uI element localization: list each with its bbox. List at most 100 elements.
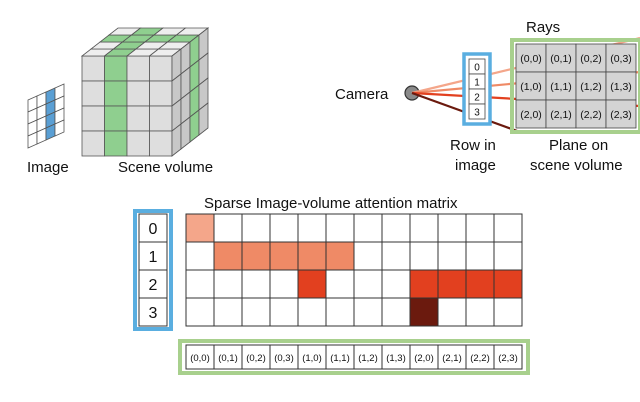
scene-volume-label: Scene volume bbox=[118, 159, 213, 176]
attention-cell bbox=[241, 297, 271, 327]
attention-matrix bbox=[185, 213, 523, 327]
row-index-label: 1 bbox=[149, 249, 158, 266]
attention-cell-active bbox=[241, 241, 271, 271]
volume-column-cell bbox=[213, 344, 243, 370]
volume-column-cell bbox=[325, 344, 355, 370]
row-in-image-label-line2: image bbox=[455, 157, 496, 174]
cube-voxel-front bbox=[104, 55, 128, 82]
attention-cell bbox=[409, 213, 439, 243]
attention-cell-active bbox=[297, 241, 327, 271]
attention-cell bbox=[297, 213, 327, 243]
volume-column-label: (0,3) bbox=[274, 353, 294, 364]
volume-column-label: (0,2) bbox=[246, 353, 266, 364]
row-index-label: 3 bbox=[149, 305, 158, 322]
attention-cell bbox=[185, 269, 215, 299]
attention-cell bbox=[325, 269, 355, 299]
row-index-label: 0 bbox=[149, 221, 158, 238]
attention-cell bbox=[381, 241, 411, 271]
row-index-label: 2 bbox=[149, 277, 158, 294]
attention-cell bbox=[437, 297, 467, 327]
row-index-cell bbox=[138, 297, 168, 327]
attention-cell bbox=[465, 297, 495, 327]
plane-cell-label: (2,1) bbox=[550, 109, 572, 121]
attention-cell bbox=[185, 241, 215, 271]
row-index-cell bbox=[138, 241, 168, 271]
plane-cell-label: (1,0) bbox=[520, 81, 542, 93]
image-grid bbox=[27, 83, 65, 149]
row-in-image-cell bbox=[468, 103, 486, 120]
volume-column-cell bbox=[493, 344, 523, 370]
cube-voxel-side bbox=[198, 102, 209, 136]
attention-cell-active bbox=[465, 269, 495, 299]
scene-volume-cube bbox=[80, 27, 210, 157]
plane-cell bbox=[515, 43, 547, 73]
cube-voxel-front bbox=[149, 105, 173, 132]
plane-cell-label: (2,3) bbox=[610, 109, 632, 121]
attention-cell bbox=[437, 213, 467, 243]
attention-cell bbox=[325, 213, 355, 243]
plane-cell-label: (2,0) bbox=[520, 109, 542, 121]
plane-cell-label: (2,2) bbox=[580, 109, 602, 121]
row-in-image-index: 0 bbox=[474, 63, 480, 74]
cube-voxel-front bbox=[149, 80, 173, 107]
cube-voxel-front bbox=[104, 130, 128, 157]
attention-cell bbox=[241, 269, 271, 299]
plane-cell bbox=[605, 71, 637, 101]
row-index-cell bbox=[138, 213, 168, 243]
attention-cell bbox=[465, 241, 495, 271]
attention-cell bbox=[437, 241, 467, 271]
attention-cell bbox=[185, 297, 215, 327]
camera-label: Camera bbox=[335, 86, 389, 103]
row-in-image-index: 1 bbox=[474, 78, 480, 89]
image-label: Image bbox=[27, 159, 69, 176]
plane-cell-label: (0,1) bbox=[550, 53, 572, 65]
attention-cell-active bbox=[297, 269, 327, 299]
attention-cell bbox=[213, 269, 243, 299]
attention-cell bbox=[269, 297, 299, 327]
volume-column-label: (1,2) bbox=[358, 353, 378, 364]
attention-cell bbox=[381, 269, 411, 299]
image-pixel bbox=[54, 119, 65, 137]
attention-cell bbox=[493, 241, 523, 271]
cube-voxel-front bbox=[126, 105, 150, 132]
row-index-cell bbox=[138, 269, 168, 299]
attention-cell bbox=[269, 269, 299, 299]
attention-cell-active bbox=[409, 297, 439, 327]
attention-cell bbox=[409, 241, 439, 271]
rays-label: Rays bbox=[526, 19, 560, 36]
volume-column-label: (2,2) bbox=[470, 353, 490, 364]
attention-cell bbox=[241, 213, 271, 243]
attention-cell bbox=[493, 297, 523, 327]
plane-cell-label: (0,3) bbox=[610, 53, 632, 65]
plane-cell-label: (1,2) bbox=[580, 81, 602, 93]
plane-cell bbox=[545, 99, 577, 129]
cube-voxel-front bbox=[149, 130, 173, 157]
cube-voxel-front bbox=[81, 55, 105, 82]
cube-voxel-front bbox=[81, 80, 105, 107]
cube-voxel-front bbox=[126, 80, 150, 107]
volume-column-labels: (0,0)(0,1)(0,2)(0,3)(1,0)(1,1)(1,2)(1,3)… bbox=[178, 339, 530, 375]
plane-cell bbox=[575, 71, 607, 101]
attention-cell-active bbox=[325, 241, 355, 271]
attention-cell-active bbox=[437, 269, 467, 299]
attention-cell bbox=[213, 213, 243, 243]
attention-cell-active bbox=[269, 241, 299, 271]
plane-cell-label: (0,0) bbox=[520, 53, 542, 65]
attention-cell bbox=[381, 213, 411, 243]
plane-label-line1: Plane on bbox=[549, 137, 608, 154]
plane-label-line2: scene volume bbox=[530, 157, 623, 174]
volume-column-cell bbox=[465, 344, 495, 370]
attention-cell bbox=[493, 213, 523, 243]
attention-cell bbox=[213, 297, 243, 327]
row-index-box: 0 1 2 3 bbox=[133, 209, 173, 331]
row-in-image-index: 2 bbox=[474, 93, 480, 104]
attention-cell bbox=[381, 297, 411, 327]
volume-column-label: (2,1) bbox=[442, 353, 462, 364]
cube-voxel-front bbox=[81, 105, 105, 132]
volume-column-cell bbox=[185, 344, 215, 370]
plane-cell bbox=[575, 43, 607, 73]
volume-column-label: (1,0) bbox=[302, 353, 322, 364]
volume-column-cell bbox=[241, 344, 271, 370]
cube-voxel-front bbox=[104, 80, 128, 107]
volume-column-label: (1,3) bbox=[386, 353, 406, 364]
